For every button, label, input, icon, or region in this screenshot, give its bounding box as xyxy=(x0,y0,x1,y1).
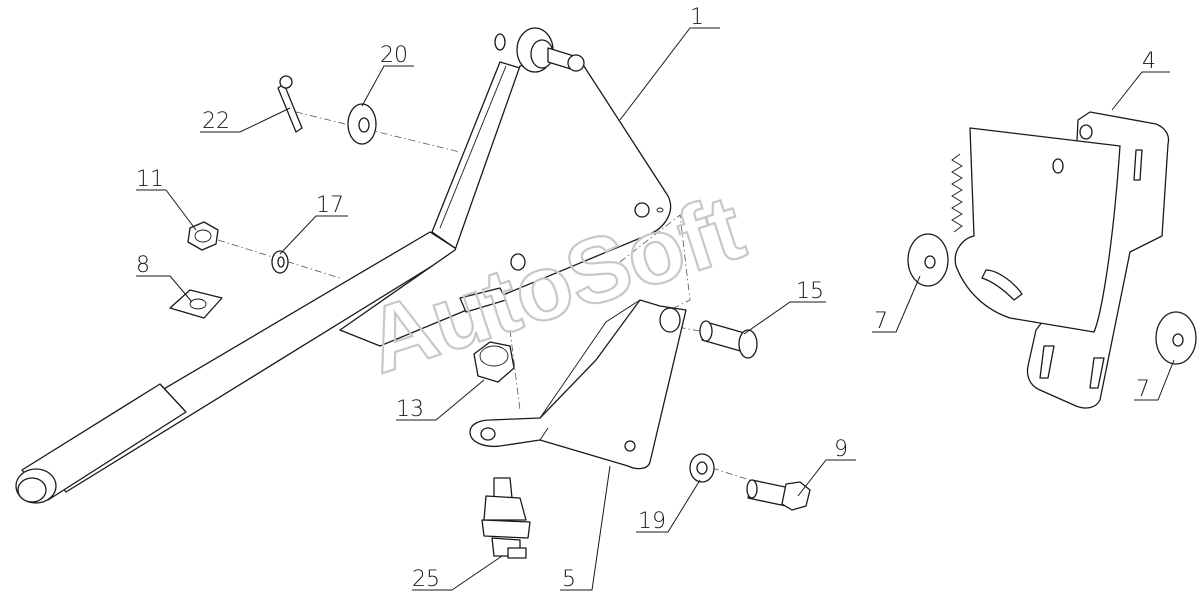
part-washer-19 xyxy=(689,453,715,483)
part-switch-25 xyxy=(481,477,531,559)
part-washer-17 xyxy=(271,250,289,274)
callout-19: 19 xyxy=(638,509,666,534)
part-washer-7 xyxy=(907,233,1197,365)
part-bolt-9 xyxy=(746,479,811,511)
callout-17: 17 xyxy=(316,193,344,218)
part-bracket xyxy=(469,299,687,470)
callout-20: 20 xyxy=(380,43,408,68)
part-plate-8 xyxy=(169,289,223,319)
callout-labels: 1 4 5 7 7 8 9 11 13 15 17 19 20 22 25 xyxy=(136,5,1156,592)
part-nut-13 xyxy=(473,341,515,383)
callout-leaders xyxy=(136,27,1175,591)
part-sector-plate xyxy=(951,111,1170,409)
callout-25: 25 xyxy=(412,567,440,592)
part-washer-20 xyxy=(347,103,377,145)
callout-15: 15 xyxy=(796,279,824,304)
callout-7-left: 7 xyxy=(874,309,888,334)
part-lever-assembly xyxy=(15,27,672,504)
part-pin-15 xyxy=(659,307,758,359)
callout-1: 1 xyxy=(690,5,704,30)
callout-4: 4 xyxy=(1142,49,1156,74)
part-nut-11 xyxy=(187,221,219,251)
callout-5: 5 xyxy=(562,567,576,592)
callout-22: 22 xyxy=(202,109,230,134)
callout-8: 8 xyxy=(136,253,150,278)
part-cotter-pin-22 xyxy=(277,75,303,133)
callout-13: 13 xyxy=(396,397,424,422)
callout-7-right: 7 xyxy=(1136,377,1150,402)
callout-11: 11 xyxy=(136,167,164,192)
callout-9: 9 xyxy=(834,437,848,462)
